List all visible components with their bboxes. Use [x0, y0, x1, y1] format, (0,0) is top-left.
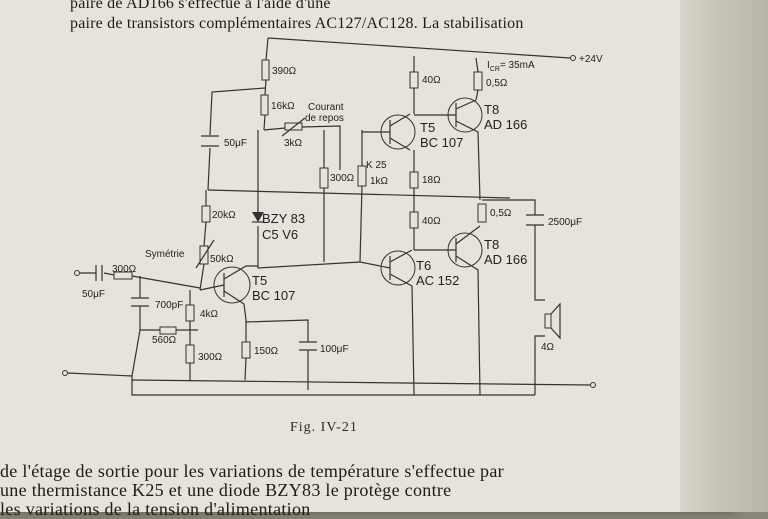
label-05-top: 0,5Ω [486, 78, 508, 89]
resistor-150 [241, 341, 251, 359]
body-line-2: une thermistance K25 et une diode BZY83 … [0, 480, 452, 500]
label-symetrie: Symétrie [145, 249, 185, 260]
resistor-300-in [113, 271, 133, 280]
label-courant: Courant [308, 102, 344, 113]
resistor-560 [159, 326, 177, 335]
label-05-bot: 0,5Ω [490, 208, 512, 219]
resistor-4k [185, 304, 195, 322]
t5-type: BC 107 [252, 288, 295, 303]
label-40-mid: 40Ω [422, 216, 441, 227]
t7-ref: T5 [420, 120, 435, 135]
label-4ohm: 4Ω [541, 342, 555, 353]
body-line-3: les variations de la tension d'alimentat… [0, 499, 311, 519]
body-paragraph: de l'étage de sortie pour les variations… [0, 462, 700, 519]
input-terminal [74, 270, 80, 276]
cap-50u-top [201, 135, 219, 147]
resistor-390 [261, 59, 270, 81]
top-line-2: paire de transistors complémentaires AC1… [70, 15, 524, 32]
pot-50k [199, 245, 209, 265]
cap-700p [131, 297, 149, 307]
resistor-05-bot [477, 203, 487, 223]
t9-type: AD 166 [484, 117, 527, 132]
label-1k: 1kΩ [370, 176, 389, 187]
t6-ref: T6 [416, 258, 431, 273]
t5-ref: T5 [252, 273, 267, 288]
label-2500u: 2500μF [548, 217, 582, 228]
speaker-icon [544, 313, 552, 329]
supply-label: +24V [579, 54, 603, 65]
figure-caption: Fig. IV-21 [290, 420, 358, 435]
cap-50u-in [95, 265, 103, 281]
resistor-16k [260, 94, 269, 116]
t8-ref: T8 [484, 237, 499, 252]
label-20k: 20kΩ [212, 210, 236, 221]
top-line-1: paire de AD166 s'effectue à l'aide d'une [70, 0, 331, 12]
label-300: 300Ω [330, 173, 355, 184]
zener-line-1: BZY 83 [262, 211, 305, 226]
resistor-40-mid [409, 211, 419, 229]
body-line-1: de l'étage de sortie pour les variations… [0, 461, 504, 481]
cap-2500u [526, 214, 544, 226]
label-18: 18Ω [422, 175, 441, 186]
transistor-t6 [380, 250, 416, 286]
t7-type: BC 107 [420, 135, 463, 150]
resistor-20k [201, 205, 211, 223]
label-300-in: 300Ω [112, 264, 137, 275]
t9-ref: T8 [484, 102, 499, 117]
resistor-300 [319, 167, 329, 189]
pot-3k [284, 122, 303, 131]
supply-rail [267, 37, 571, 59]
book-page [0, 0, 730, 512]
ground-terminal [62, 370, 68, 376]
label-4k: 4kΩ [200, 309, 219, 320]
resistor-18 [409, 171, 419, 189]
label-16k: 16kΩ [271, 101, 295, 112]
icr-label: ICR= 35mA [487, 60, 535, 73]
label-50k: 50kΩ [210, 254, 234, 265]
zener-line-2: C5 V6 [262, 227, 298, 242]
t6-type: AC 152 [416, 273, 459, 288]
cap-100u [299, 341, 317, 351]
supply-terminal [570, 55, 576, 61]
label-50u-top: 50μF [224, 138, 247, 149]
label-50u-in: 50μF [82, 289, 105, 300]
label-100u: 100μF [320, 344, 349, 355]
resistor-40-top [409, 71, 419, 89]
label-300-bot: 300Ω [198, 352, 223, 363]
label-3k: 3kΩ [284, 138, 303, 149]
label-700p: 700pF [155, 300, 183, 311]
ground-rail [67, 329, 535, 396]
label-de-repos: de repos [305, 113, 344, 124]
t8-type: AD 166 [484, 252, 527, 267]
top-paragraph: paire de AD166 s'effectue à l'aide d'une… [70, 0, 630, 34]
ntc-k25 [357, 165, 367, 187]
label-40-top: 40Ω [422, 75, 441, 86]
label-560: 560Ω [152, 335, 177, 346]
label-150: 150Ω [254, 346, 279, 357]
label-k25: K 25 [366, 160, 387, 171]
label-390: 390Ω [272, 66, 297, 77]
output-terminal [590, 382, 596, 388]
page-edge [680, 0, 768, 512]
resistor-05-top [473, 71, 483, 91]
transistor-t5 [213, 266, 251, 304]
zener-diode-icon [252, 212, 264, 222]
resistor-300-bot [185, 344, 195, 364]
